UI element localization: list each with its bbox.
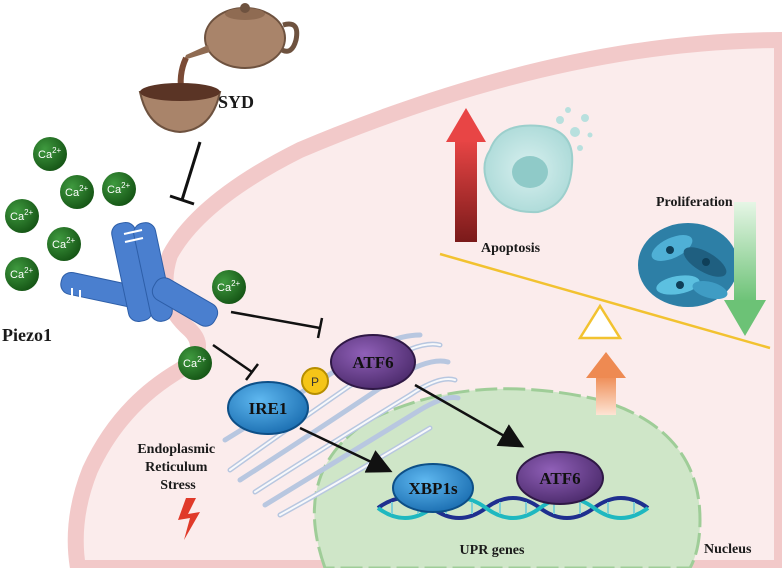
push-arrow-shaft	[596, 375, 616, 415]
ca-inhibits-atf6	[230, 310, 324, 339]
svg-text:XBP1s: XBP1s	[408, 479, 458, 498]
syd-label: SYD	[218, 92, 254, 112]
svg-text:P: P	[311, 375, 319, 389]
calcium-ion: Ca2+	[178, 346, 212, 380]
calcium-ion: Ca2+	[5, 257, 39, 291]
svg-text:Ca2+: Ca2+	[10, 208, 34, 223]
xbp1s-protein: XBP1s	[392, 463, 474, 513]
push-arrow-head	[586, 352, 626, 378]
atf6-er-protein: ATF6	[330, 334, 416, 390]
svg-text:IRE1: IRE1	[249, 399, 288, 418]
proliferation-down-arrow-shaft	[734, 202, 756, 302]
svg-text:Ca2+: Ca2+	[52, 236, 76, 251]
ire1-protein: IRE1	[227, 381, 309, 435]
proliferating-cells-icon	[638, 223, 738, 307]
balance-beam	[439, 252, 771, 350]
svg-text:Ca2+: Ca2+	[217, 279, 241, 294]
calcium-ion: Ca2+	[47, 227, 81, 261]
svg-text:ATF6: ATF6	[352, 353, 393, 372]
calcium-ions: Ca2+ Ca2+ Ca2+ Ca2+ Ca2+ Ca2+ Ca2+ Ca2+	[5, 137, 246, 380]
atf6-nucleus-protein: ATF6	[516, 451, 604, 505]
ca-inhibits-ire1	[212, 343, 259, 381]
balance-fulcrum	[577, 303, 623, 340]
apoptosis-label: Apoptosis	[481, 241, 541, 256]
svg-text:Ca2+: Ca2+	[183, 355, 207, 370]
tea-bowl-icon	[138, 83, 222, 134]
svg-text:Ca2+: Ca2+	[107, 181, 131, 196]
svg-text:ATF6: ATF6	[539, 469, 580, 488]
arrow-atf6-to-nucleus	[414, 383, 525, 448]
apoptotic-cell-icon	[483, 107, 593, 214]
proliferation-down-arrow-head	[724, 300, 766, 336]
proliferation-label: Proliferation	[656, 195, 733, 210]
calcium-ion: Ca2+	[33, 137, 67, 171]
apoptosis-up-arrow-shaft	[455, 140, 477, 242]
calcium-ion: Ca2+	[212, 270, 246, 304]
svg-text:Ca2+: Ca2+	[65, 184, 89, 199]
apoptosis-up-arrow-head	[446, 108, 486, 142]
calcium-ion: Ca2+	[5, 199, 39, 233]
svg-text:Ca2+: Ca2+	[10, 266, 34, 281]
upr-genes-label: UPR genes	[460, 543, 525, 558]
piezo1-receptor	[60, 221, 219, 327]
nucleus-label: Nucleus	[704, 542, 752, 557]
svg-text:Ca2+: Ca2+	[38, 146, 62, 161]
arrow-ire1-to-xbp1s	[299, 426, 393, 473]
teapot-icon	[184, 3, 300, 69]
phospho-group: P	[301, 367, 329, 395]
piezo1-label: Piezo1	[2, 325, 52, 345]
calcium-ion: Ca2+	[60, 175, 94, 209]
syd-inhibition	[169, 141, 202, 206]
lightning-icon	[178, 498, 200, 540]
calcium-ion: Ca2+	[102, 172, 136, 206]
er-stress-label: Endoplasmic Reticulum Stress	[137, 442, 218, 493]
nucleus	[312, 387, 702, 568]
